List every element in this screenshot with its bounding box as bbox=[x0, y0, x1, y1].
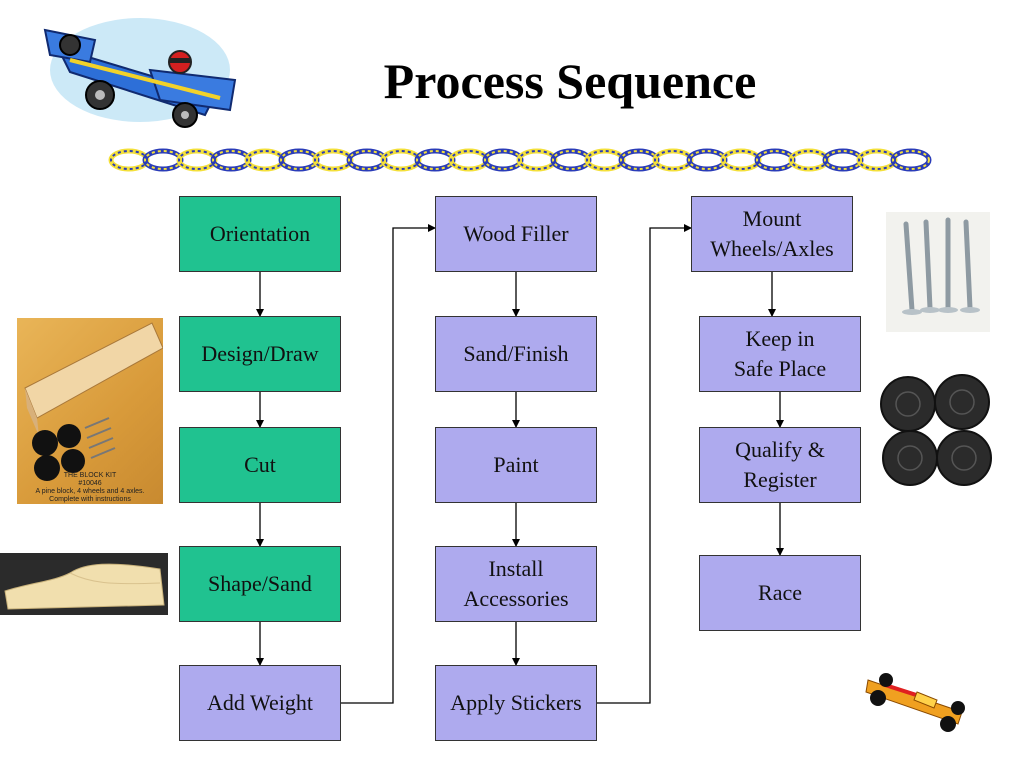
chain-link-texture bbox=[586, 150, 624, 170]
chain-link-texture bbox=[484, 150, 522, 170]
chain-link bbox=[312, 148, 354, 172]
step-box: Sand/Finish bbox=[435, 316, 597, 392]
chain-link-texture bbox=[756, 150, 794, 170]
step-box: Install Accessories bbox=[435, 546, 597, 622]
chain-link bbox=[210, 148, 252, 172]
chain-link-texture bbox=[858, 150, 896, 170]
chain-link bbox=[278, 148, 320, 172]
chain-link bbox=[516, 148, 558, 172]
step-box: Shape/Sand bbox=[179, 546, 341, 622]
wheels-photo bbox=[878, 372, 996, 490]
chain-link bbox=[584, 148, 626, 172]
column-jump-arrow bbox=[597, 224, 692, 704]
chain-link bbox=[822, 148, 864, 172]
step-box: Mount Wheels/Axles bbox=[691, 196, 853, 272]
chain-link bbox=[142, 148, 184, 172]
chain-link-texture bbox=[722, 150, 760, 170]
chain-link-texture bbox=[382, 150, 420, 170]
chain-link-texture bbox=[688, 150, 726, 170]
kit-caption-line: #10046 bbox=[78, 480, 102, 487]
chain-link-texture bbox=[552, 150, 590, 170]
chain-link-texture bbox=[654, 150, 692, 170]
kit-caption-line: THE BLOCK KIT bbox=[63, 472, 117, 479]
chain-link-texture bbox=[212, 150, 250, 170]
page-title: Process Sequence bbox=[383, 53, 757, 109]
axles-photo bbox=[886, 212, 990, 332]
chain-link bbox=[890, 148, 932, 172]
step-box: Wood Filler bbox=[435, 196, 597, 272]
chain-link-texture bbox=[246, 150, 284, 170]
chain-link-texture bbox=[348, 150, 386, 170]
chain-link bbox=[788, 148, 830, 172]
chain-link-texture bbox=[620, 150, 658, 170]
chain-link bbox=[244, 148, 286, 172]
chain-link bbox=[380, 148, 422, 172]
chain-link bbox=[550, 148, 592, 172]
chain-link bbox=[754, 148, 796, 172]
chain-link bbox=[618, 148, 660, 172]
chain-link-texture bbox=[892, 150, 930, 170]
chain-link bbox=[686, 148, 728, 172]
chain-link bbox=[346, 148, 388, 172]
chain-link bbox=[720, 148, 762, 172]
chain-link bbox=[652, 148, 694, 172]
step-box: Qualify & Register bbox=[699, 427, 861, 503]
kit-caption-line: Complete with instructions bbox=[49, 496, 131, 503]
chain-link-texture bbox=[110, 150, 148, 170]
chain-link-texture bbox=[416, 150, 454, 170]
chain-link bbox=[414, 148, 456, 172]
chain-link-texture bbox=[144, 150, 182, 170]
block-kit-photo: THE BLOCK KIT #10046 A pine block, 4 whe… bbox=[17, 318, 163, 504]
kit-caption-line: A pine block, 4 wheels and 4 axles. bbox=[35, 488, 145, 495]
chain-link bbox=[856, 148, 898, 172]
step-box: Race bbox=[699, 555, 861, 631]
column-jump-arrow bbox=[341, 224, 436, 704]
chain-link-texture bbox=[518, 150, 556, 170]
step-box: Add Weight bbox=[179, 665, 341, 741]
chain-link-texture bbox=[790, 150, 828, 170]
step-box: Orientation bbox=[179, 196, 341, 272]
chain-link bbox=[108, 148, 150, 172]
step-box: Paint bbox=[435, 427, 597, 503]
chain-link bbox=[176, 148, 218, 172]
chain-link bbox=[482, 148, 524, 172]
chain-link-texture bbox=[450, 150, 488, 170]
finished-car-photo bbox=[862, 662, 974, 732]
step-box: Design/Draw bbox=[179, 316, 341, 392]
step-box: Keep in Safe Place bbox=[699, 316, 861, 392]
shaped-block-photo bbox=[0, 553, 168, 615]
step-box: Cut bbox=[179, 427, 341, 503]
chain-link bbox=[448, 148, 490, 172]
chain-link-texture bbox=[314, 150, 352, 170]
chain-link-texture bbox=[280, 150, 318, 170]
chain-link-texture bbox=[824, 150, 862, 170]
chain-link-texture bbox=[178, 150, 216, 170]
step-box: Apply Stickers bbox=[435, 665, 597, 741]
